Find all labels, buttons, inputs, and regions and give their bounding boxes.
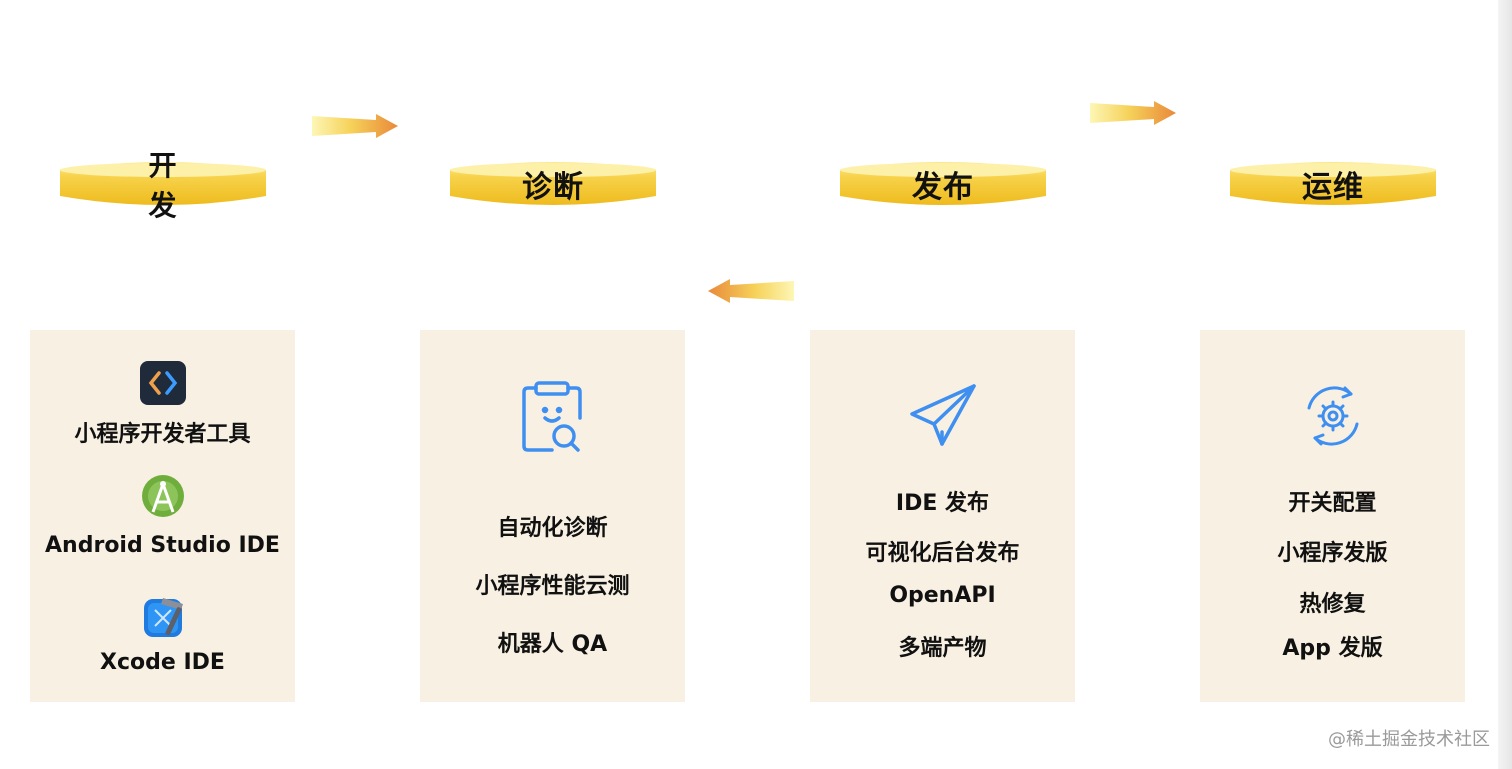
paper-plane-icon [910, 384, 976, 446]
stage-label: 发布 [912, 170, 974, 205]
gear-cycle-icon [1307, 386, 1359, 446]
release-label: IDE 发布 [895, 491, 990, 516]
stage-operate: 运维 [1228, 156, 1438, 212]
release-label: OpenAPI [889, 583, 996, 608]
diagnose-label: 机器人 QA [497, 632, 608, 657]
diagnose-label: 自动化诊断 [497, 516, 608, 541]
stage-label: 开发 [148, 149, 178, 222]
stage-label: 诊断 [522, 170, 584, 205]
clipboard-search-icon [522, 381, 582, 452]
tool-label: Xcode IDE [100, 650, 225, 675]
arrow-right-icon [1090, 101, 1176, 125]
diagnose-label: 小程序性能云测 [475, 574, 630, 599]
operate-label: App 发版 [1282, 636, 1383, 661]
operate-label: 小程序发版 [1277, 541, 1388, 566]
panel-release: IDE 发布 可视化后台发布 OpenAPI 多端产物 [810, 330, 1075, 702]
panel-diagnose: 自动化诊断 小程序性能云测 机器人 QA [420, 330, 685, 702]
panel-develop: 小程序开发者工具 Android Studio IDE Xcode IDE [30, 330, 295, 702]
watermark: @稀土掘金技术社区 [1328, 729, 1490, 750]
tool-label: Android Studio IDE [45, 533, 280, 558]
arrow-right-icon [312, 114, 398, 138]
stage-develop: 开发 [58, 149, 268, 222]
miniprogram-devtools-icon [140, 361, 186, 405]
stage-diagnose: 诊断 [448, 156, 658, 212]
stage-release: 发布 [838, 156, 1048, 212]
panel-operate: 开关配置 小程序发版 热修复 App 发版 [1200, 330, 1465, 702]
release-label: 多端产物 [898, 636, 987, 661]
stage-label: 运维 [1302, 170, 1364, 205]
xcode-icon [144, 598, 183, 637]
operate-label: 热修复 [1299, 592, 1366, 617]
oval-shape [840, 162, 1046, 205]
tool-label: 小程序开发者工具 [74, 422, 251, 447]
operate-label: 开关配置 [1288, 491, 1377, 516]
oval-shape [1230, 162, 1436, 205]
android-studio-icon [142, 475, 184, 517]
oval-shape [450, 162, 656, 205]
release-label: 可视化后台发布 [865, 541, 1020, 566]
arrow-left-icon [708, 279, 794, 303]
right-edge [1498, 0, 1512, 769]
oval-shape [60, 162, 266, 205]
